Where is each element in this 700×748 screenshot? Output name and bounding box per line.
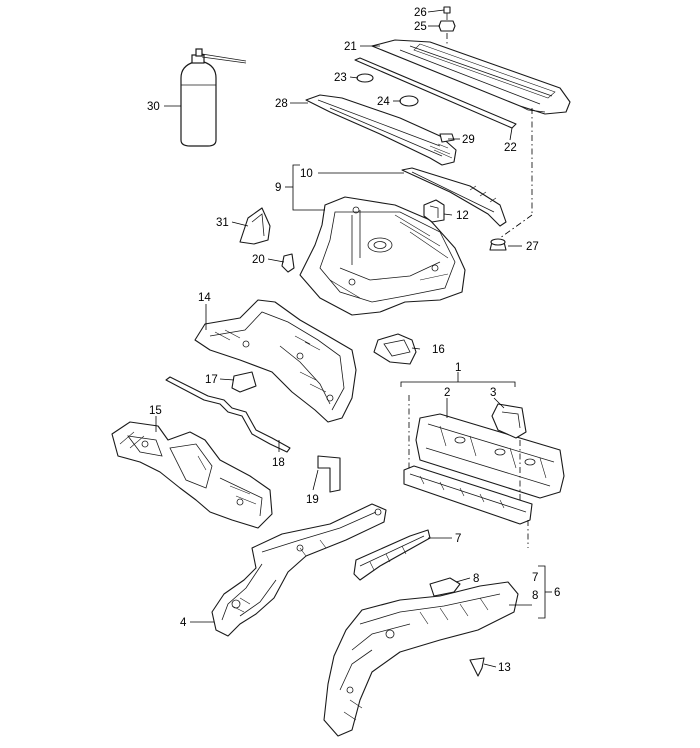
callout-4: 4 [180, 617, 187, 629]
part-25-nut [438, 20, 456, 32]
part-14-side-floor [194, 299, 357, 423]
part-12-bracket [423, 199, 445, 223]
part-15-side-member [111, 421, 273, 529]
part-31-gusset [239, 207, 271, 245]
callout-23: 23 [334, 72, 347, 84]
callout-16: 16 [432, 344, 445, 356]
callout-27: 27 [526, 241, 539, 253]
callout-8-bracket: 8 [473, 573, 479, 585]
part-30-spray-can [180, 48, 247, 147]
part-29-clip [439, 133, 455, 143]
callout-25: 25 [414, 21, 427, 33]
part-6-wheelhouse [323, 581, 519, 737]
part-24-grommet [399, 95, 419, 107]
part-16-panel [373, 333, 417, 365]
part-8-bracket [429, 577, 461, 597]
leader-lines [155, 9, 552, 668]
part-23-grommet [356, 73, 374, 83]
part-3-bracket [491, 403, 527, 439]
callout-6: 6 [554, 587, 560, 599]
callout-17: 17 [205, 374, 218, 386]
part-7-strip [353, 529, 431, 581]
part-26-bolt [443, 6, 451, 20]
callout-24: 24 [377, 96, 390, 108]
callout-19: 19 [306, 494, 319, 506]
callout-7-group: 7 [532, 572, 538, 584]
callout-10: 10 [300, 168, 313, 180]
callout-labels: 26 25 21 23 24 28 30 29 22 10 9 12 31 27… [147, 7, 560, 674]
callout-29: 29 [462, 134, 475, 146]
callout-30: 30 [147, 101, 160, 113]
callout-20: 20 [252, 254, 265, 266]
part-2-rear-panel [415, 413, 565, 499]
callout-2: 2 [444, 387, 450, 399]
part-21-lid-panel [371, 39, 571, 115]
part-13-clip [469, 657, 485, 677]
part-4-side-rail [211, 503, 387, 637]
part-28-cross-member [305, 94, 457, 166]
callout-28: 28 [275, 98, 288, 110]
callout-13: 13 [498, 662, 511, 674]
callout-26: 26 [414, 7, 427, 19]
callout-18: 18 [272, 457, 285, 469]
part-10-reinforcement-bar [401, 167, 507, 227]
callout-22: 22 [504, 142, 517, 154]
callout-8-group: 8 [532, 590, 538, 602]
callout-21: 21 [344, 41, 357, 53]
callout-1: 1 [455, 362, 461, 374]
part-27-clip [489, 238, 507, 251]
callout-9: 9 [275, 182, 281, 194]
part-20-bracket [281, 253, 295, 273]
callout-14: 14 [198, 292, 211, 304]
callout-7-strip: 7 [455, 533, 461, 545]
part-17-bracket [231, 371, 257, 393]
callout-31: 31 [216, 217, 229, 229]
callout-12: 12 [456, 210, 469, 222]
callout-3: 3 [490, 387, 496, 399]
callout-15: 15 [149, 405, 162, 417]
part-22-seal-strip [354, 57, 517, 129]
part-9-rear-floor [299, 196, 466, 316]
part-1-lower-strip [403, 465, 533, 525]
part-18-cable-tube [165, 376, 291, 453]
part-19-bracket-plate [317, 455, 341, 493]
